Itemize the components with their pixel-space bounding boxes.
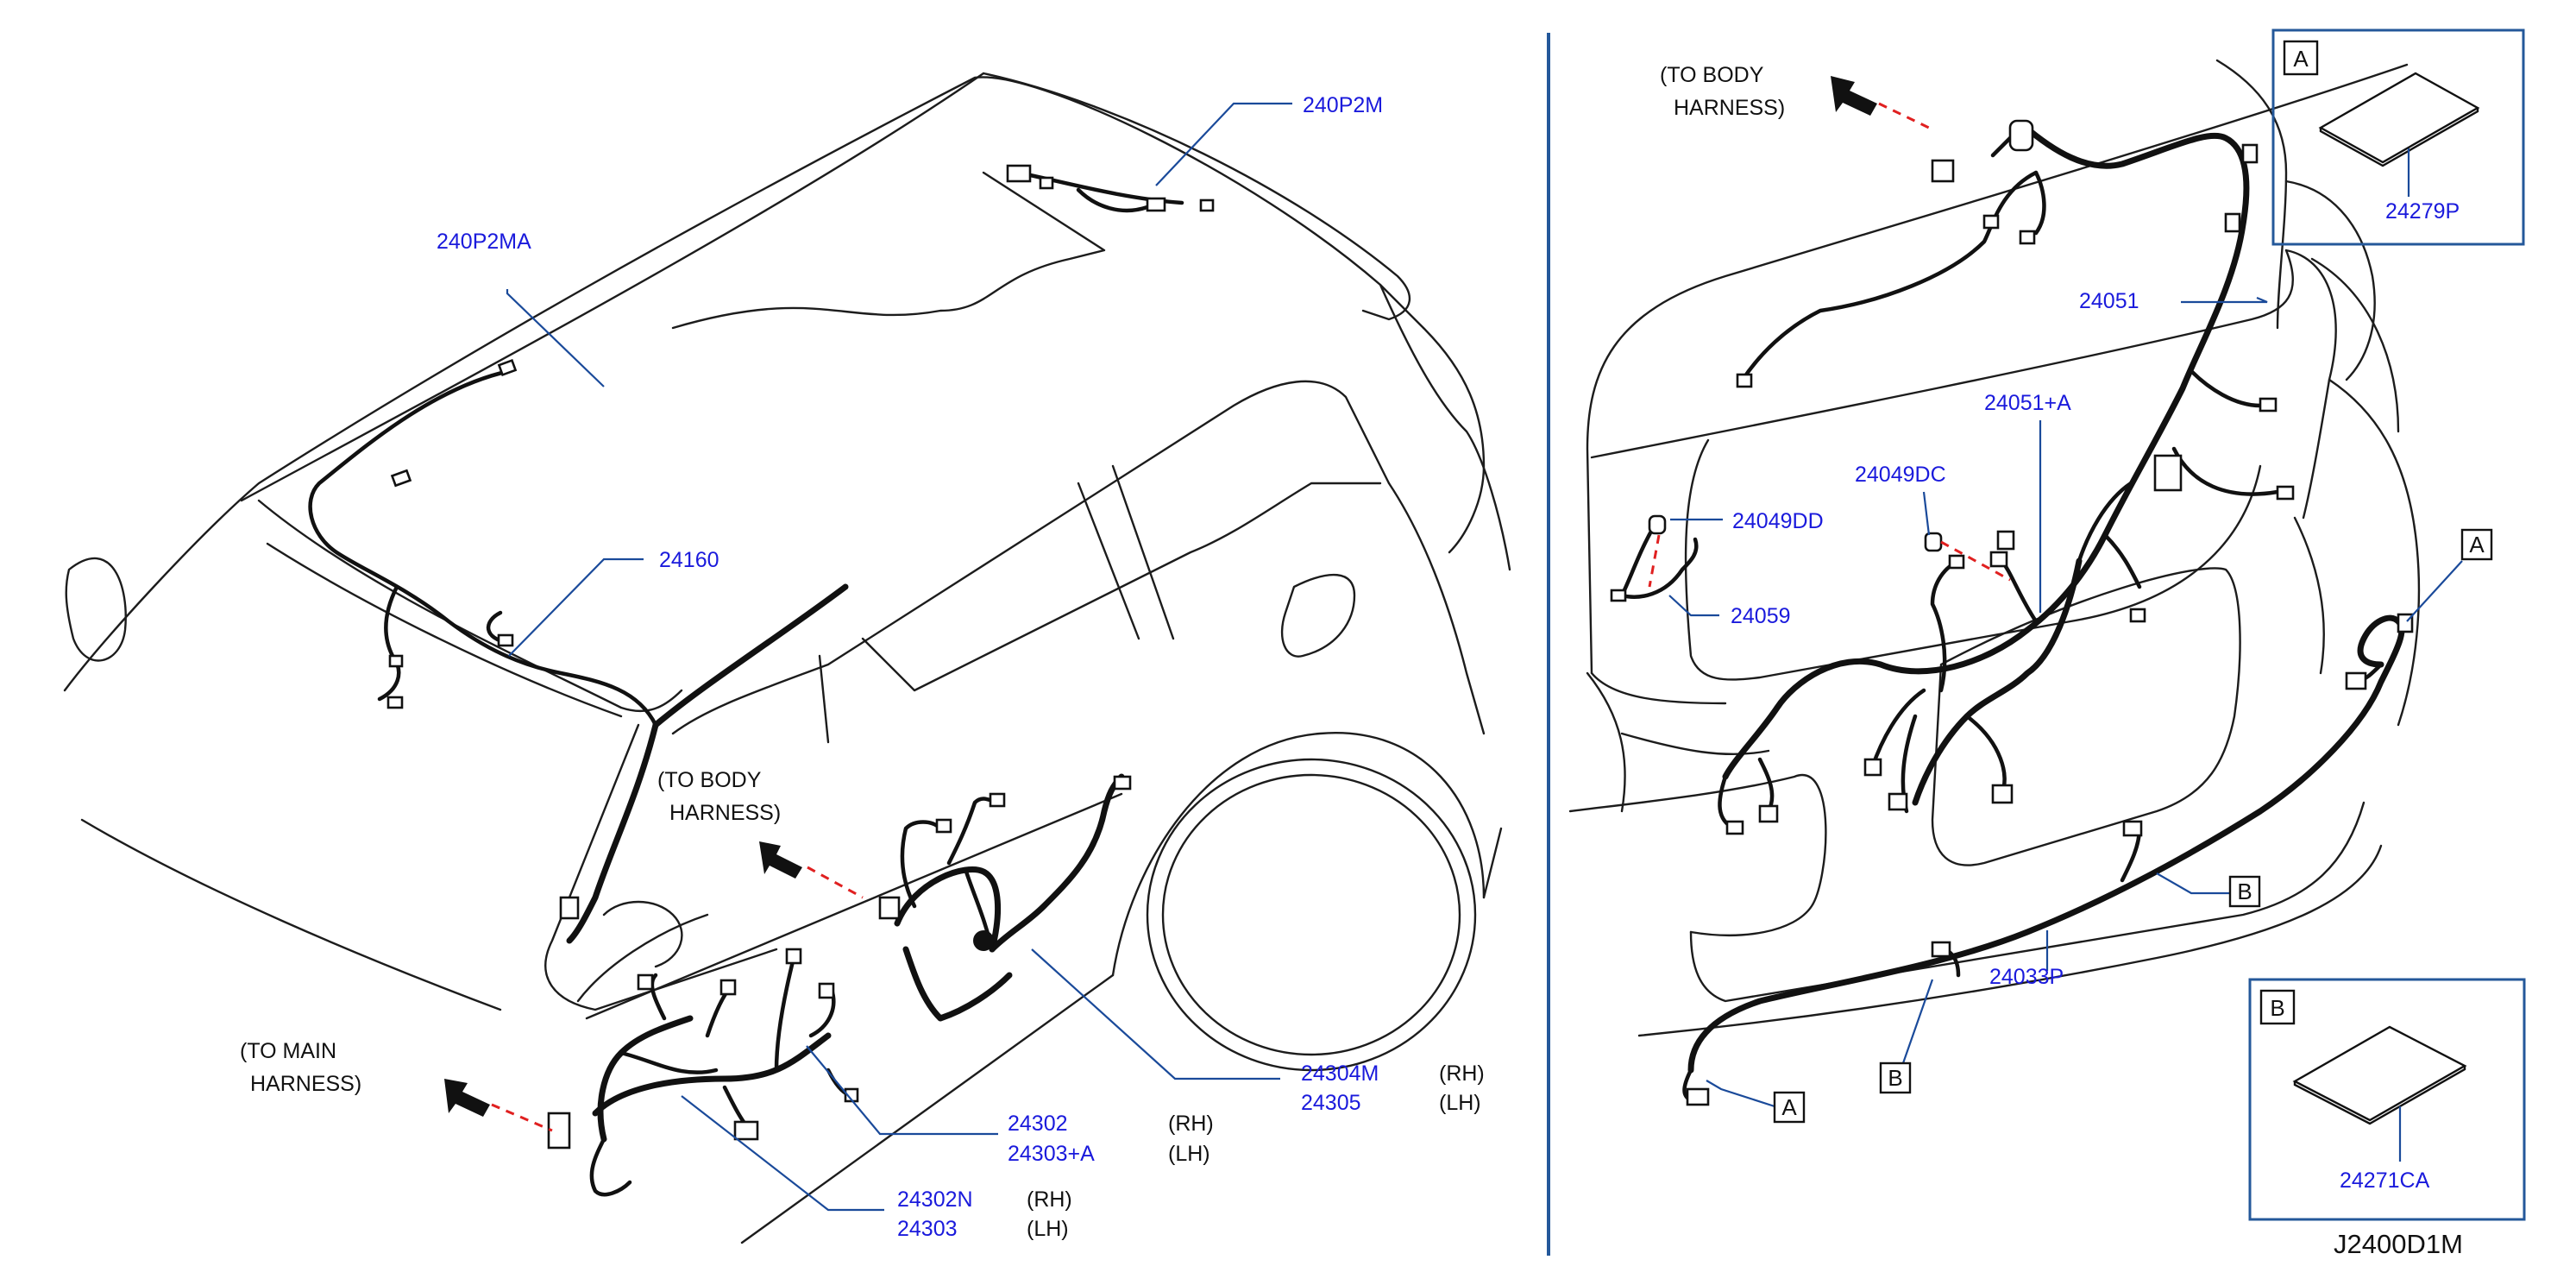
- label-24303: 24303: [897, 1217, 958, 1241]
- left-direction-arrows: [444, 841, 864, 1132]
- right-callouts: A B B A: [1773, 528, 2493, 1124]
- right-vehicle-body: [1568, 59, 2421, 1037]
- detail-box-b-part: 24271CA: [2340, 1168, 2430, 1193]
- to-body-arrow-left: [759, 841, 802, 879]
- svg-text:A: A: [2469, 532, 2485, 557]
- label-24049DD: 24049DD: [1732, 509, 1824, 533]
- to-body-arrow-right: [1831, 76, 1877, 116]
- right-direction-arrows: [1648, 76, 2011, 588]
- right-leader-lines: [1668, 296, 2463, 1108]
- to-main-arrow: [444, 1079, 490, 1117]
- note-to-body-harness-left-2: HARNESS): [669, 801, 781, 825]
- left-part-labels: 240P2M 240P2MA 24160 24304M 24305 (RH) (…: [240, 93, 1485, 1241]
- label-24304M-side: (RH): [1439, 1061, 1485, 1086]
- callout-b-right: B: [2228, 875, 2261, 908]
- note-to-body-harness-right-1: (TO BODY: [1660, 63, 1764, 87]
- detail-box-b-letter: B: [2270, 995, 2284, 1021]
- label-240P2MA: 240P2MA: [437, 230, 531, 254]
- right-harnesses: [1619, 122, 2405, 1103]
- label-24304M: 24304M: [1301, 1061, 1379, 1086]
- label-24160: 24160: [659, 548, 719, 572]
- detail-box-a-part: 24279P: [2385, 199, 2460, 224]
- left-vehicle-body: [63, 72, 1511, 1244]
- label-24033P: 24033P: [1989, 965, 2064, 989]
- label-24303A: 24303+A: [1008, 1142, 1095, 1166]
- callout-a-upper: A: [2460, 528, 2493, 561]
- label-24303-side: (LH): [1027, 1217, 1069, 1241]
- label-24051: 24051: [2079, 289, 2139, 313]
- label-24303A-side: (LH): [1168, 1142, 1210, 1166]
- note-to-main-harness-1: (TO MAIN: [240, 1039, 336, 1063]
- callout-a-lower: A: [1773, 1091, 1806, 1124]
- label-24302: 24302: [1008, 1112, 1068, 1136]
- detail-box-a: A 24279P: [2271, 28, 2525, 246]
- right-part-labels: 24051 24051+A 24049DC 24049DD 24059 2403…: [1660, 63, 2139, 989]
- label-24059: 24059: [1731, 604, 1791, 628]
- left-connectors: [386, 164, 1215, 1150]
- label-24302N-side: (RH): [1027, 1187, 1072, 1212]
- drawing-code: J2400D1M: [2334, 1229, 2463, 1259]
- label-24302-side: (RH): [1168, 1112, 1214, 1136]
- svg-text:B: B: [2237, 879, 2252, 904]
- svg-text:B: B: [1888, 1065, 1902, 1091]
- label-24051A: 24051+A: [1984, 391, 2071, 415]
- note-to-body-harness-right-2: HARNESS): [1674, 96, 1785, 120]
- detail-box-b: B 24271CA: [2248, 978, 2526, 1221]
- label-24049DC: 24049DC: [1855, 463, 1946, 487]
- callout-b-lower: B: [1879, 1061, 1912, 1094]
- left-leader-lines: [506, 102, 1292, 1212]
- svg-text:A: A: [1781, 1094, 1797, 1120]
- detail-box-a-letter: A: [2293, 46, 2309, 72]
- note-to-body-harness-left-1: (TO BODY: [657, 768, 762, 792]
- label-240P2M: 240P2M: [1303, 93, 1383, 117]
- label-24305-side: (LH): [1439, 1091, 1481, 1115]
- label-24302N: 24302N: [897, 1187, 973, 1212]
- note-to-main-harness-2: HARNESS): [250, 1072, 361, 1096]
- right-connectors: [1610, 119, 2414, 1106]
- label-24305: 24305: [1301, 1091, 1361, 1115]
- left-harnesses: [308, 170, 1184, 1197]
